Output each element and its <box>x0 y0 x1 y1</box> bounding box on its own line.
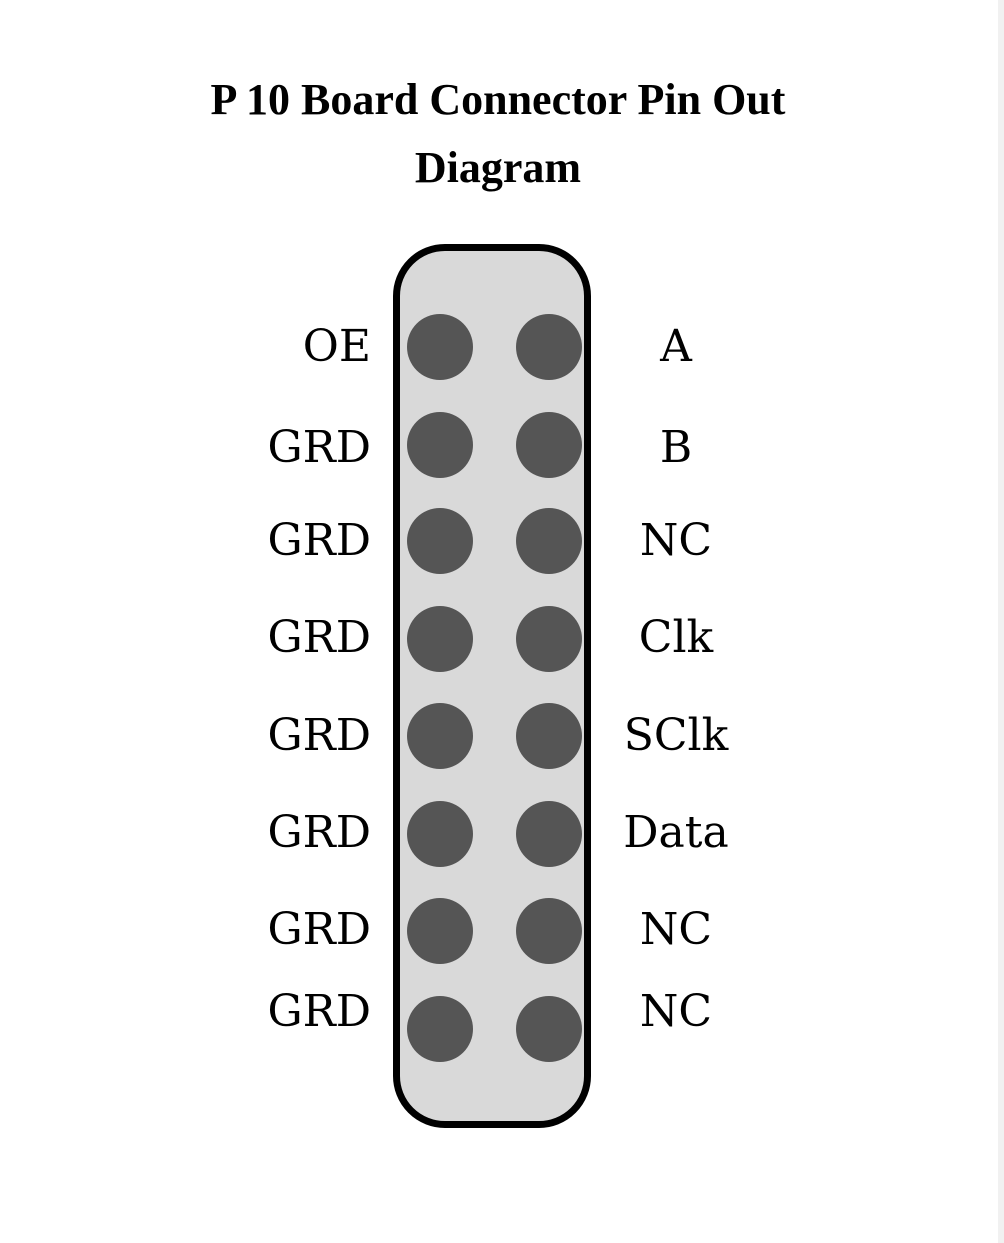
pin-label-left-2: GRD <box>267 422 371 473</box>
pin-right-4 <box>516 606 582 672</box>
page-edge <box>998 0 1004 1243</box>
connector-body <box>393 244 591 1128</box>
pin-label-left-7: GRD <box>267 904 371 955</box>
pin-left-7 <box>407 898 473 964</box>
pin-right-3 <box>516 508 582 574</box>
title-line-1: P 10 Board Connector Pin Out <box>210 75 786 124</box>
diagram-title: P 10 Board Connector Pin Out Diagram <box>0 66 996 202</box>
pin-label-left-5: GRD <box>267 710 371 761</box>
title-line-2: Diagram <box>414 143 582 192</box>
pin-label-left-6: GRD <box>267 807 371 858</box>
pin-label-left-8: GRD <box>267 986 371 1037</box>
pin-right-7 <box>516 898 582 964</box>
pin-left-6 <box>407 801 473 867</box>
pin-label-right-3: NC <box>639 515 713 566</box>
pin-label-right-5: SClk <box>623 710 729 761</box>
pin-label-left-3: GRD <box>267 515 371 566</box>
pin-left-4 <box>407 606 473 672</box>
pin-right-8 <box>516 996 582 1062</box>
pin-label-left-4: GRD <box>267 612 371 663</box>
pin-right-5 <box>516 703 582 769</box>
pin-left-3 <box>407 508 473 574</box>
pin-right-1 <box>516 314 582 380</box>
pin-label-right-7: NC <box>639 904 713 955</box>
pin-left-8 <box>407 996 473 1062</box>
pin-label-right-4: Clk <box>638 612 714 663</box>
pin-label-right-8: NC <box>639 986 713 1037</box>
pin-left-1 <box>407 314 473 380</box>
pin-right-2 <box>516 412 582 478</box>
pin-left-2 <box>407 412 473 478</box>
pin-label-right-6: Data <box>623 807 729 858</box>
pin-right-6 <box>516 801 582 867</box>
pin-label-right-1: A <box>660 321 692 372</box>
pin-left-5 <box>407 703 473 769</box>
pin-label-left-1: OE <box>302 321 371 372</box>
pin-label-right-2: B <box>659 422 693 473</box>
